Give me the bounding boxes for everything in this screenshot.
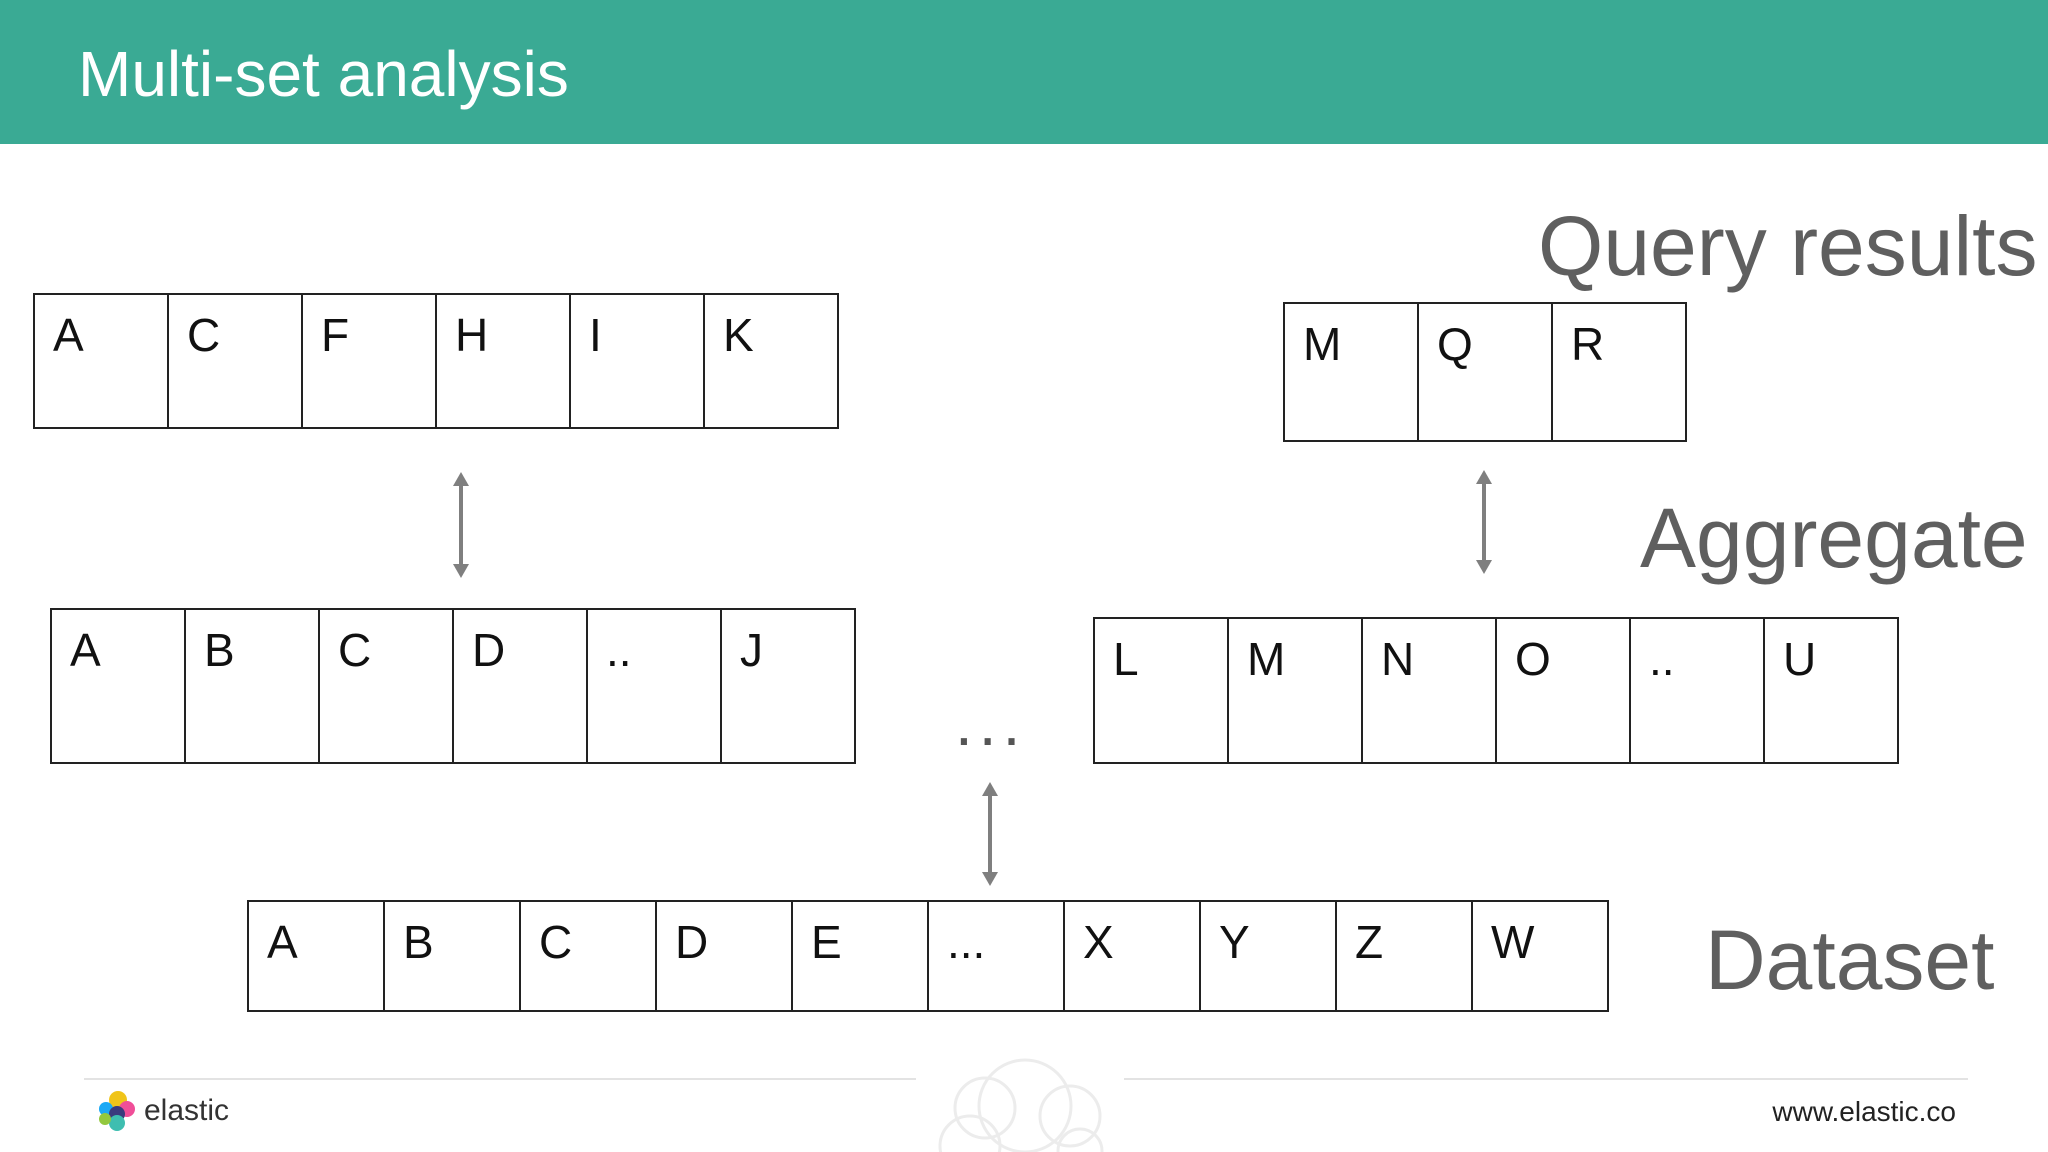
cell-letter: ..	[1649, 633, 1675, 685]
cell-letter: E	[811, 916, 842, 968]
cell: Q	[1417, 302, 1553, 442]
cell-letter: I	[589, 309, 602, 361]
cell-letter: B	[403, 916, 434, 968]
cell-letter: O	[1515, 633, 1551, 685]
cell: W	[1471, 900, 1609, 1012]
footer-divider-right	[1124, 1078, 1968, 1080]
title-bar: Multi-set analysis	[0, 0, 2048, 144]
watermark-logo	[938, 1058, 1104, 1152]
cell-letter: Y	[1219, 916, 1250, 968]
cell-letter: Q	[1437, 318, 1473, 370]
query-results-label: Query results	[1538, 199, 2038, 293]
cell-letter: M	[1303, 318, 1342, 370]
dataset-label: Dataset	[1705, 913, 1995, 1007]
cell-letter: U	[1783, 633, 1817, 685]
cell: ..	[586, 608, 722, 764]
cell-letter: L	[1113, 633, 1139, 685]
footer-url: www.elastic.co	[1772, 1096, 1956, 1127]
cell-letter: C	[338, 624, 372, 676]
cell: D	[452, 608, 588, 764]
cell-letter: Z	[1355, 916, 1384, 968]
left-mid-row: A B C D .. J	[50, 608, 856, 764]
cell-letter: D	[675, 916, 709, 968]
cell: H	[435, 293, 571, 429]
cell-letter: K	[723, 309, 754, 361]
cell-letter: N	[1381, 633, 1415, 685]
cell-letter: A	[70, 624, 101, 676]
right-mid-row: L M N O .. U	[1093, 617, 1899, 764]
cell-letter: J	[740, 624, 763, 676]
cell-letter: F	[321, 309, 350, 361]
cell: A	[50, 608, 186, 764]
cell: D	[655, 900, 793, 1012]
cell: C	[519, 900, 657, 1012]
dataset-row: A B C D E ... X Y Z W	[247, 900, 1609, 1012]
query-results-row: M Q R	[1283, 302, 1687, 442]
cell: C	[318, 608, 454, 764]
cell-letter: X	[1083, 916, 1114, 968]
cell: Y	[1199, 900, 1337, 1012]
cell: A	[247, 900, 385, 1012]
cell: N	[1361, 617, 1497, 764]
brand-name: elastic	[144, 1094, 230, 1127]
cell: ..	[1629, 617, 1765, 764]
slide-title: Multi-set analysis	[78, 38, 569, 110]
cell: K	[703, 293, 839, 429]
footer-divider-left	[84, 1078, 916, 1080]
cell: L	[1093, 617, 1229, 764]
cell: I	[569, 293, 705, 429]
cell: R	[1551, 302, 1687, 442]
ellipsis: ...	[955, 687, 1027, 759]
cell: A	[33, 293, 169, 429]
double-arrow-icon	[982, 782, 998, 886]
double-arrow-icon	[1476, 470, 1492, 574]
cell: J	[720, 608, 856, 764]
cell-letter: B	[204, 624, 235, 676]
cell-letter: R	[1571, 318, 1605, 370]
cell: U	[1763, 617, 1899, 764]
cell-letter: ...	[947, 916, 986, 968]
cell-letter: ..	[606, 624, 632, 676]
cell-letter: A	[53, 309, 84, 361]
cell-letter: W	[1491, 916, 1535, 968]
double-arrow-icon	[453, 472, 469, 578]
cell: B	[383, 900, 521, 1012]
cell: F	[301, 293, 437, 429]
cell-letter: D	[472, 624, 506, 676]
cell-letter: C	[187, 309, 221, 361]
aggregate-label: Aggregate	[1640, 491, 2028, 585]
cell-letter: M	[1247, 633, 1286, 685]
cell: C	[167, 293, 303, 429]
cell: X	[1063, 900, 1201, 1012]
cell: O	[1495, 617, 1631, 764]
cell-letter: A	[267, 916, 298, 968]
cell-letter: C	[539, 916, 573, 968]
cell: M	[1227, 617, 1363, 764]
cell: B	[184, 608, 320, 764]
elastic-logo-icon	[99, 1091, 135, 1131]
cell-letter: H	[455, 309, 489, 361]
cell: M	[1283, 302, 1419, 442]
left-top-row: A C F H I K	[33, 293, 839, 429]
cell: E	[791, 900, 929, 1012]
elastic-logo: elastic	[96, 1090, 229, 1132]
cell: Z	[1335, 900, 1473, 1012]
cell: ...	[927, 900, 1065, 1012]
